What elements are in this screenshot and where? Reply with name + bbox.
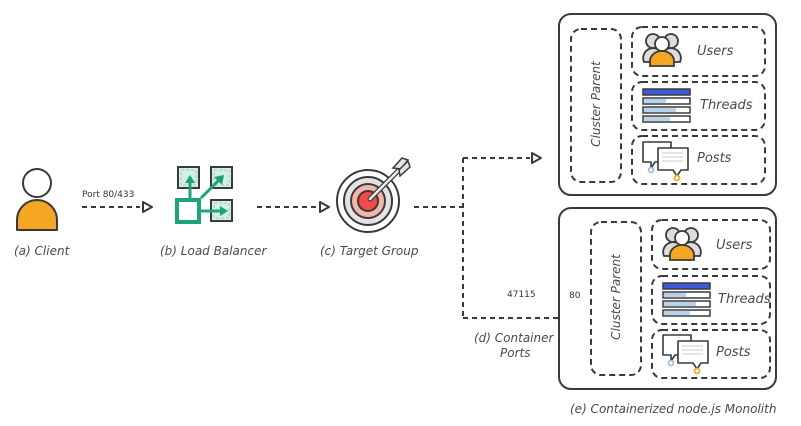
container-port-label: 80 xyxy=(569,291,581,301)
users-icon xyxy=(662,227,702,261)
component-threads-label: Threads xyxy=(700,98,753,113)
posts-icon xyxy=(662,334,709,375)
cluster-parent-label: Cluster Parent xyxy=(609,254,623,340)
threads-icon xyxy=(642,88,691,123)
target-icon xyxy=(336,157,411,233)
users-icon xyxy=(642,33,682,67)
component-posts-label: Posts xyxy=(716,345,751,360)
component-users-label: Users xyxy=(697,44,734,59)
cluster-parent-label: Cluster Parent xyxy=(589,61,603,147)
target-group-label: (c) Target Group xyxy=(320,244,419,258)
client-port-label: Port 80/433 xyxy=(82,190,135,200)
container-ports-label-line1: (d) Container xyxy=(474,331,554,345)
edge-target-group-to-containers xyxy=(414,152,584,324)
component-users-label: Users xyxy=(716,238,753,253)
component-posts-label: Posts xyxy=(697,151,732,166)
monolith-label: (e) Containerized node.js Monolith xyxy=(570,402,777,416)
posts-icon xyxy=(642,141,689,182)
load-balancer-label: (b) Load Balancer xyxy=(160,244,267,258)
component-threads-label: Threads xyxy=(718,292,771,307)
container-ports-label-line2: Ports xyxy=(500,346,531,360)
load-balancer-icon xyxy=(175,166,233,224)
threads-icon xyxy=(662,282,711,317)
edge-load-balancer-to-target-group xyxy=(257,201,330,213)
client-label: (a) Client xyxy=(14,244,70,258)
user-icon xyxy=(16,168,58,231)
host-port-label: 47115 xyxy=(507,290,536,300)
edge-client-to-load-balancer xyxy=(82,201,153,213)
